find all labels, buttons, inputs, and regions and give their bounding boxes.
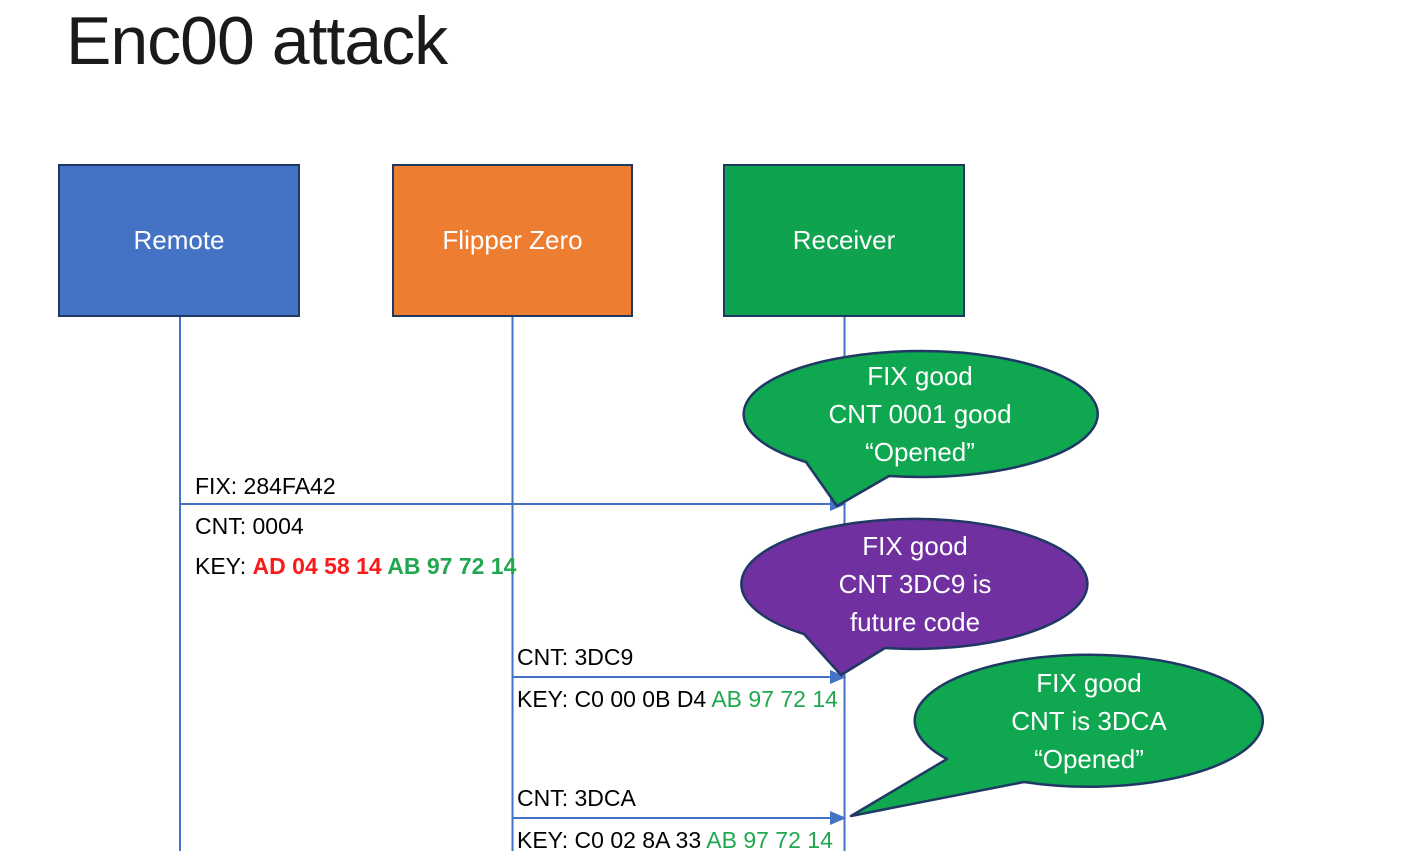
message-arrow-flipper-to-receiver-2 [513,811,847,825]
key-segment-green: AB 97 72 14 [706,827,833,853]
slide-title: Enc00 attack [66,3,448,79]
callout-bubble-green-1 [742,349,1099,508]
actor-label-flipper-zero: Flipper Zero [442,225,583,255]
key-segment-green: AB 97 72 14 [387,553,517,579]
callout-1-text: FIX good CNT 0001 good “Opened” [770,357,1070,471]
actor-label-remote: Remote [133,225,225,255]
callout-line: FIX good [862,531,968,561]
actor-box-remote: Remote [58,164,300,317]
message-arrow-flipper-to-receiver-1 [513,670,847,684]
key-segment-red: AD 04 58 14 [252,553,388,579]
message-3-cnt-label: CNT: 3DCA [517,785,636,811]
callout-line: CNT 3DC9 is [838,569,992,599]
message-2-key-label: KEY: C0 00 0B D4 AB 97 72 14 [517,679,838,719]
callout-line: CNT 0001 good [828,399,1012,429]
message-2-cnt-label: CNT: 3DC9 [517,644,634,670]
message-3-key-label: KEY: C0 02 8A 33 AB 97 72 14 [517,820,833,859]
key-segment-green: AB 97 72 14 [711,686,838,712]
callout-3-text: FIX good CNT is 3DCA “Opened” [939,664,1239,778]
key-segment: KEY: [195,553,253,579]
actor-label-receiver: Receiver [792,225,896,255]
message-1-fix-label: FIX: 284FA42 [195,473,336,499]
arrowhead-icon-2 [830,670,847,684]
callout-line: FIX good [1036,668,1142,698]
message-1-payload: CNT: 0004 KEY: AD 04 58 14 AB 97 72 14 [195,506,516,586]
key-segment: KEY: C0 02 8A 33 [517,827,707,853]
callout-line: future code [849,607,981,637]
actor-box-flipper-zero: Flipper Zero [392,164,633,317]
callout-line: CNT is 3DCA [1011,706,1167,736]
callout-line: “Opened” [1034,744,1144,774]
key-segment: KEY: C0 00 0B D4 [517,686,712,712]
arrowhead-icon-3 [830,811,847,825]
actor-box-receiver: Receiver [723,164,965,317]
callout-line: “Opened” [865,437,975,467]
callout-bubble-purple [740,517,1089,677]
message-1-cnt-label: CNT: 0004 [195,513,304,539]
callout-bubble-green-2 [849,653,1265,818]
callout-2-text: FIX good CNT 3DC9 is future code [765,527,1065,641]
callout-line: FIX good [867,361,973,391]
message-1-key-label: KEY: AD 04 58 14 AB 97 72 14 [195,546,516,586]
